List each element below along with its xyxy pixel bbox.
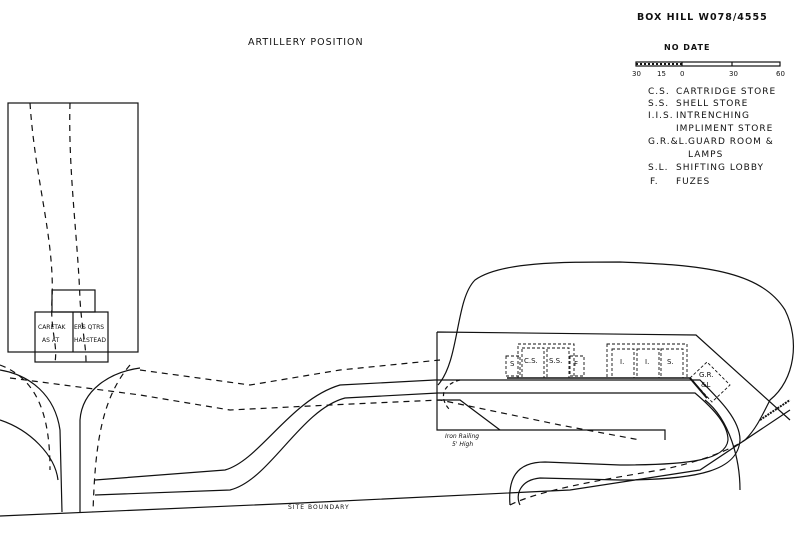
building-label: ers Qtrs xyxy=(74,324,105,331)
legend-code: S.L. xyxy=(648,163,669,173)
store-label: F xyxy=(574,360,579,368)
scale-tick: 60 xyxy=(776,70,785,78)
store-label: S xyxy=(510,360,515,368)
road-right xyxy=(704,399,741,491)
reference-number: Box Hill W078/4555 xyxy=(637,12,768,23)
store-label: C.S. xyxy=(524,357,538,365)
store-label: S. xyxy=(667,358,674,366)
main-road xyxy=(94,379,741,506)
legend-code: G.R.&L. xyxy=(648,137,689,147)
scale-bar xyxy=(635,61,781,67)
battery-enclosure xyxy=(436,331,791,440)
dashed-path xyxy=(69,102,87,363)
building-label: as at xyxy=(42,337,60,344)
ramp xyxy=(437,399,501,431)
site-boundary-label: Site Boundary xyxy=(288,504,350,511)
legend-label: Cartridge Store xyxy=(676,87,777,97)
scale-tick: 30 xyxy=(632,70,641,78)
legend-label: Shifting Lobby xyxy=(676,163,765,173)
magazine-stores xyxy=(505,343,731,403)
scale-tick: 15 xyxy=(657,70,666,78)
iron-railing-label: Iron Railing xyxy=(445,433,480,440)
site-boundary-line xyxy=(0,409,791,517)
store-label: S.S. xyxy=(549,357,563,365)
date-note: No Date xyxy=(664,43,711,52)
legend-code: I.I.S. xyxy=(648,111,674,121)
store-label: I. xyxy=(620,358,625,366)
building-label: Caretak xyxy=(38,324,66,331)
legend-code: F. xyxy=(650,177,659,187)
store-label: I. xyxy=(645,358,650,366)
main-road-inner xyxy=(94,392,729,506)
building-label: Halstead xyxy=(74,337,106,344)
legend-code: S.S. xyxy=(648,99,670,109)
iron-railing-height: 5' High xyxy=(452,441,474,448)
road-left xyxy=(0,367,141,513)
legend-label: Guard Room & Lamps xyxy=(688,137,774,160)
legend-code: C.S. xyxy=(648,87,670,97)
road-curve xyxy=(0,419,59,481)
hill-outline xyxy=(437,261,795,441)
store-label: &L xyxy=(701,381,711,389)
caretakers-annex xyxy=(51,289,96,313)
scale-tick: 0 xyxy=(680,70,685,78)
legend-label: Fuzes xyxy=(676,177,711,187)
plan-title: Artillery Position xyxy=(248,37,364,48)
legend-label: Shell Store xyxy=(676,99,749,109)
scale-tick: 30 xyxy=(729,70,738,78)
store-label: G.R. xyxy=(699,371,714,379)
legend-label: Intrenching Impliment Store xyxy=(676,111,774,134)
